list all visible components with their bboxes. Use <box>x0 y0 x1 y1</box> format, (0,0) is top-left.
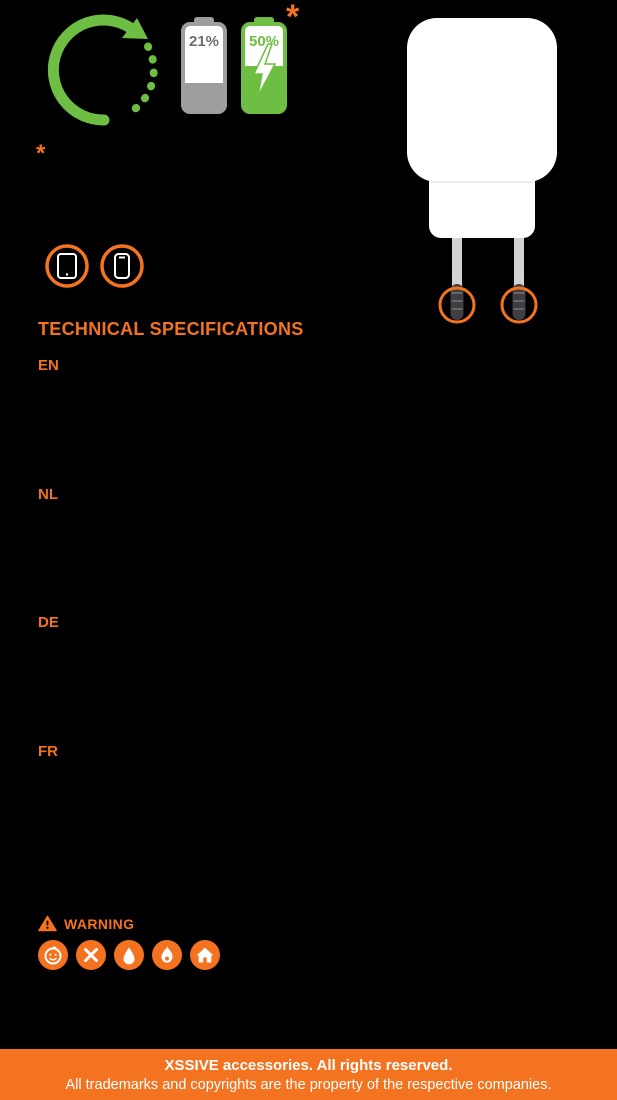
tablet-icon <box>45 244 89 288</box>
warning-icons-row <box>38 940 220 970</box>
warning-triangle-icon <box>38 915 57 932</box>
footer-rights-line: XSSIVE accessories. All rights reserved. <box>164 1056 453 1074</box>
battery-low-percent: 21% <box>188 33 220 50</box>
note-asterisk: * <box>36 140 46 167</box>
battery-high-icon: 50% <box>241 17 287 114</box>
keep-away-from-liquids-icon <box>114 940 144 970</box>
battery-cap <box>254 17 274 26</box>
lang-heading-de: DE <box>38 614 59 631</box>
lang-heading-en: EN <box>38 357 59 374</box>
warning-label: WARNING <box>64 915 135 932</box>
lightning-bolt-icon <box>252 43 277 97</box>
battery-cap <box>194 17 214 26</box>
footnote-asterisk: * <box>286 0 300 36</box>
battery-low-fill <box>185 83 223 110</box>
fast-charging-cycle-icon <box>47 14 158 126</box>
warning-header: WARNING <box>38 915 134 932</box>
do-not-disassemble-icon <box>76 940 106 970</box>
keep-away-from-fire-icon <box>152 940 182 970</box>
battery-low-icon: 21% <box>181 17 227 114</box>
phone-icon <box>100 244 144 288</box>
lang-heading-fr: FR <box>38 743 58 760</box>
technical-specifications-title: TECHNICAL SPECIFICATIONS <box>38 319 304 339</box>
lang-heading-nl: NL <box>38 486 58 503</box>
indoor-use-only-icon <box>190 940 220 970</box>
keep-away-from-children-icon <box>38 940 68 970</box>
footer-trademarks-line: All trademarks and copyrights are the pr… <box>65 1076 552 1093</box>
charger-image <box>407 18 557 324</box>
footer-bar: XSSIVE accessories. All rights reserved.… <box>0 1049 617 1100</box>
